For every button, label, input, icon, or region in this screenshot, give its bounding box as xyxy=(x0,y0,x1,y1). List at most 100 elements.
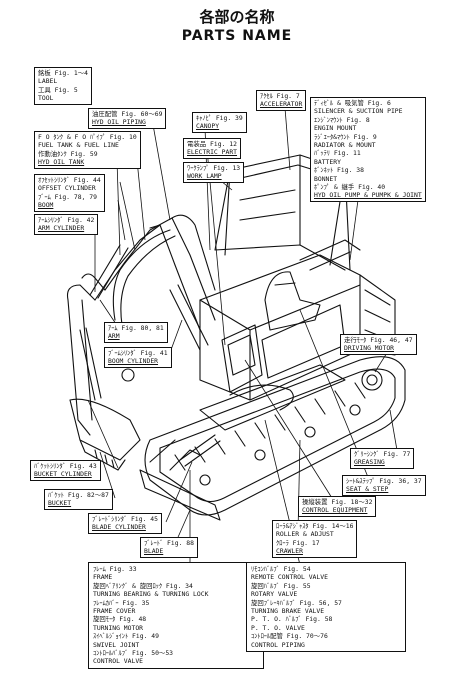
list-item: CONTROL PIPING xyxy=(251,640,305,649)
callout-line: ｸﾞﾘｰｼﾝｸﾞ Fig. 77 xyxy=(354,450,411,458)
accelerator-callout: ｱｸｾﾙ Fig. 7 ACCELERATOR xyxy=(256,90,307,111)
fuel-tank-callout: F O ﾀﾝｸ & F O ﾊﾟｲﾌﾟ Fig. 10 FUEL TANK & … xyxy=(34,131,141,169)
list-item: 旋回ﾌﾞﾚｰｷﾊﾞﾙﾌﾞ Fig. 56, 57 xyxy=(251,598,342,607)
callout-line: 作動油ﾀﾝｸ Fig. 59 xyxy=(38,149,98,158)
callout-line: BLADE xyxy=(144,547,164,556)
callout-line: CRAWLER xyxy=(276,547,303,556)
callout-line: CANOPY xyxy=(196,122,220,131)
list-item: ﾌﾚｰﾑ Fig. 33 xyxy=(93,565,137,573)
callout-line: 油圧配管 Fig. 60～69 xyxy=(92,110,163,118)
driving-motor-callout: 走行ﾓｰﾀ Fig. 46, 47 DRIVING MOTOR xyxy=(340,334,417,355)
label-tool-callout: 銘板 Fig. 1～4 LABEL 工具 Fig. 5 TOOL xyxy=(34,67,92,105)
callout-line: TOOL xyxy=(38,94,54,103)
page-title: PARTS NAME xyxy=(181,28,293,44)
list-item: 旋回ﾊﾞﾙﾌﾞ Fig. 55 xyxy=(251,581,311,590)
list-item: ｺﾝﾄﾛｰﾙﾊﾞﾙﾌﾞ Fig. 50～53 xyxy=(93,649,174,658)
callout-line: ﾛｰﾗ&ｱｼﾞｬｽﾀ Fig. 14～16 xyxy=(276,522,354,530)
callout-line: ARM xyxy=(108,332,120,341)
work-lamp-callout: ﾜｰｸﾗﾝﾌﾟ Fig. 13 WORK LAMP xyxy=(183,162,245,183)
hyd-oil-piping-callout: 油圧配管 Fig. 60～69 HYD OIL PIPING xyxy=(88,108,167,129)
callout-line: 操縦装置 Fig. 18～32 xyxy=(302,498,373,506)
list-item: REMOTE CONTROL VALVE xyxy=(251,573,328,582)
callout-line: BATTERY xyxy=(314,157,341,166)
callout-line: ﾃﾞｨｾﾞﾙ & 吸気管 Fig. 6 xyxy=(314,99,391,107)
callout-line: ﾊﾞｯﾃﾘ Fig. 11 xyxy=(314,149,361,158)
bucket-cylinder-callout: ﾊﾞｹｯﾄｼﾘﾝﾀﾞ Fig. 43 BUCKET CYLINDER xyxy=(30,460,101,481)
list-item: TURNING BEARING & TURNING LOCK xyxy=(93,590,209,599)
callout-line: BONNET xyxy=(314,174,338,183)
callout-line: ﾗｼﾞｴｰﾀ&ﾏｳﾝﾄ Fig. 9 xyxy=(314,132,377,141)
callout-line: ｱｰﾑ Fig. 80, 81 xyxy=(108,324,164,332)
callout-line: 電装品 Fig. 12 xyxy=(187,140,237,148)
callout-line: BLADE CYLINDER xyxy=(92,523,146,532)
electric-part-callout: 電装品 Fig. 12 ELECTRIC PART xyxy=(183,138,242,159)
callout-line: ｱｰﾑｼﾘﾝﾀﾞ Fig. 42 xyxy=(38,216,95,224)
callout-line: ELECTRIC PART xyxy=(187,148,238,157)
callout-line: LABEL xyxy=(38,77,58,86)
arm-callout: ｱｰﾑ Fig. 80, 81 ARM xyxy=(104,322,168,343)
callout-line: RADIATOR & MOUNT xyxy=(314,141,376,150)
engine-group-callout: ﾃﾞｨｾﾞﾙ & 吸気管 Fig. 6 SILENCER & SUCTION P… xyxy=(310,97,426,202)
blade-cylinder-callout: ﾌﾞﾚｰﾄﾞｼﾘﾝﾀﾞ Fig. 45 BLADE CYLINDER xyxy=(88,513,162,534)
valve-parts-list: ﾘﾓｺﾝﾊﾞﾙﾌﾞ Fig. 54 REMOTE CONTROL VALVE 旋… xyxy=(246,562,406,653)
callout-line: SILENCER & SUCTION PIPE xyxy=(314,107,403,116)
callout-line: BUCKET CYLINDER xyxy=(34,470,92,479)
callout-line: ﾜｰｸﾗﾝﾌﾟ Fig. 13 xyxy=(187,164,241,172)
callout-line: CONTROL EQUIPMENT xyxy=(302,506,368,515)
list-item: ｽｲﾍﾞﾙｼﾞｮｲﾝﾄ Fig. 49 xyxy=(93,632,159,641)
callout-line: ﾎﾟﾝﾌﾟ & 継手 Fig. 40 xyxy=(314,183,386,192)
list-item: 旋回ﾍﾞｱﾘﾝｸﾞ & 旋回ﾛｯｸ Fig. 34 xyxy=(93,581,193,590)
callout-line: 工具 Fig. 5 xyxy=(38,85,78,94)
callout-line: ｴﾝｼﾞﾝﾏｳﾝﾄ Fig. 8 xyxy=(314,115,370,124)
offset-boom-callout: ｵﾌｾｯﾄｼﾘﾝﾀﾞ Fig. 44 OFFSET CYLINDER ﾌﾞｰﾑ … xyxy=(34,174,105,212)
callout-line: HYD OIL PIPING xyxy=(92,118,146,127)
callout-line: ACCELERATOR xyxy=(260,100,303,109)
callout-line: ﾌﾞﾚｰﾄﾞｼﾘﾝﾀﾞ Fig. 45 xyxy=(92,515,158,523)
callout-line: ENGIN MOUNT xyxy=(314,124,357,133)
list-item: ｺﾝﾄﾛｰﾙ配管 Fig. 70～76 xyxy=(251,632,328,641)
callout-line: ﾌﾞﾚｰﾄﾞ Fig. 88 xyxy=(144,539,194,547)
list-item: SWIVEL JOINT xyxy=(93,640,140,649)
bucket-callout: ﾊﾞｹｯﾄ Fig. 82～87 BUCKET xyxy=(44,489,113,510)
callout-line: ｷｬﾉﾋﾟ Fig. 39 xyxy=(196,114,243,122)
roller-crawler-callout: ﾛｰﾗ&ｱｼﾞｬｽﾀ Fig. 14～16 ROLLER & ADJUST ｸﾛ… xyxy=(272,520,358,558)
boom-cylinder-callout: ﾌﾞｰﾑｼﾘﾝﾀﾞ Fig. 41 BOOM CYLINDER xyxy=(104,347,172,368)
callout-line: 銘板 Fig. 1～4 xyxy=(38,69,88,77)
frame-parts-list: ﾌﾚｰﾑ Fig. 33 FRAME 旋回ﾍﾞｱﾘﾝｸﾞ & 旋回ﾛｯｸ Fig… xyxy=(88,562,264,669)
blade-callout: ﾌﾞﾚｰﾄﾞ Fig. 88 BLADE xyxy=(140,537,198,558)
callout-line: ARM CYLINDER xyxy=(38,224,85,233)
callout-line: ﾌﾞｰﾑ Fig. 78, 79 xyxy=(38,192,97,201)
callout-line: 走行ﾓｰﾀ Fig. 46, 47 xyxy=(344,336,413,344)
list-item: FRAME xyxy=(93,573,113,582)
canopy-callout: ｷｬﾉﾋﾟ Fig. 39 CANOPY xyxy=(192,112,247,133)
list-item: TURNING BRAKE VALVE xyxy=(251,607,325,616)
callout-line: ﾊﾞｹｯﾄ Fig. 82～87 xyxy=(48,491,109,499)
callout-line: DRIVING MOTOR xyxy=(344,344,395,353)
callout-line: GREASING xyxy=(354,458,385,467)
control-equipment-callout: 操縦装置 Fig. 18～32 CONTROL EQUIPMENT xyxy=(298,496,377,517)
callout-line: ROLLER & ADJUST xyxy=(276,530,334,539)
callout-line: WORK LAMP xyxy=(187,172,222,181)
callout-line: OFFSET CYLINDER xyxy=(38,184,96,193)
callout-line: BOOM CYLINDER xyxy=(108,357,159,366)
callout-line: ｼｰﾄ&ｽﾃｯﾌﾟ Fig. 36, 37 xyxy=(346,477,422,485)
seat-step-callout: ｼｰﾄ&ｽﾃｯﾌﾟ Fig. 36, 37 SEAT & STEP xyxy=(342,475,426,496)
callout-line: ﾎﾞﾝﾈｯﾄ Fig. 38 xyxy=(314,166,364,175)
greasing-callout: ｸﾞﾘｰｼﾝｸﾞ Fig. 77 GREASING xyxy=(350,448,415,469)
list-item: P. T. O. VALVE xyxy=(251,623,305,632)
callout-line: FUEL TANK & FUEL LINE xyxy=(38,141,119,150)
list-item: ROTARY VALVE xyxy=(251,590,298,599)
list-item: 旋回ﾓｰﾀ Fig. 48 xyxy=(93,615,147,624)
list-item: FRAME COVER xyxy=(93,607,136,616)
callout-line: ｱｸｾﾙ Fig. 7 xyxy=(260,92,300,100)
callout-line: F O ﾀﾝｸ & F O ﾊﾟｲﾌﾟ Fig. 10 xyxy=(38,133,137,141)
list-item: ﾌﾚｰﾑｶﾊﾞｰ Fig. 35 xyxy=(93,598,150,607)
callout-line: BOOM xyxy=(38,201,54,210)
list-item: CONTROL VALVE xyxy=(93,657,144,666)
callout-line: ﾌﾞｰﾑｼﾘﾝﾀﾞ Fig. 41 xyxy=(108,349,168,357)
callout-line: ｸﾛｰﾗ Fig. 17 xyxy=(276,538,320,547)
list-item: P. T. O. ﾊﾞﾙﾌﾞ Fig. 58 xyxy=(251,615,333,624)
callout-line: HYD OIL TANK xyxy=(38,158,85,167)
callout-line: SEAT & STEP xyxy=(346,485,389,494)
page-title-japanese: 各部の名称 xyxy=(199,8,275,26)
